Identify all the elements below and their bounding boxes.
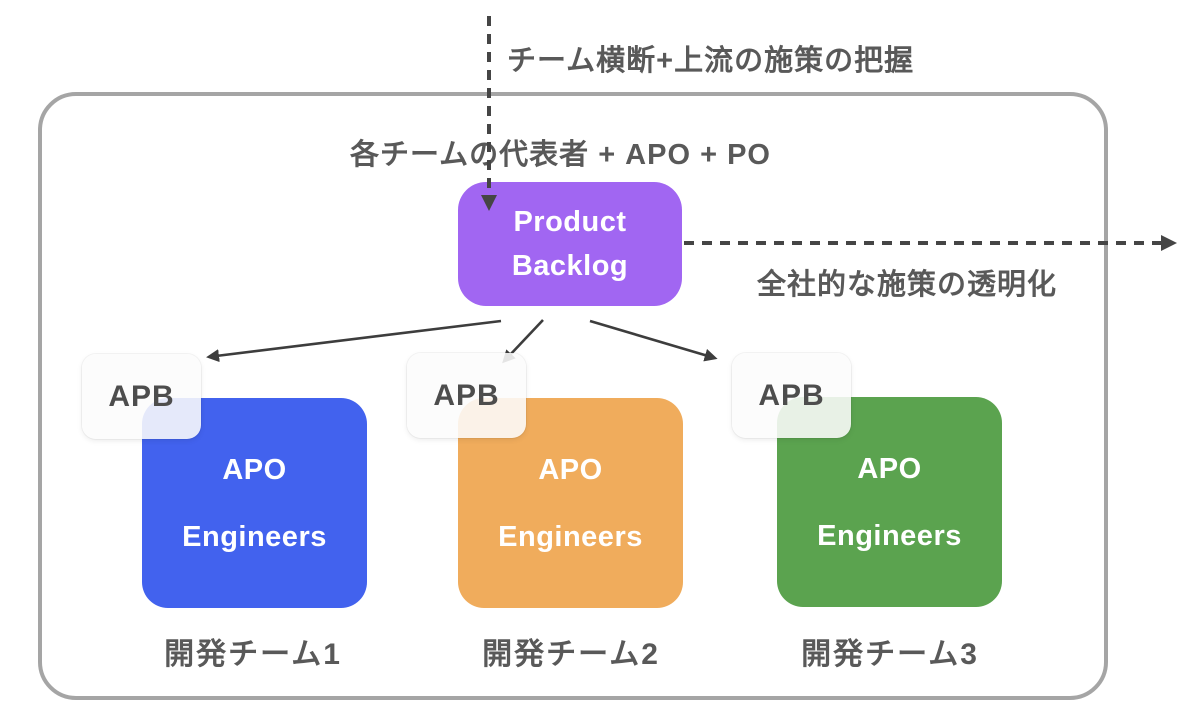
backlog-title-line2: Backlog [511,250,629,282]
team-1-role-apo: APO [222,453,287,486]
product-backlog-node: Product Backlog [458,182,682,306]
team-1-apb-badge: APB [82,354,201,439]
team-3-role-engineers: Engineers [817,519,962,552]
team-2-role-apo: APO [538,453,603,486]
team-2-apb-text: APB [433,378,500,412]
team-2-apb-badge: APB [407,353,526,438]
team-1-role-engineers: Engineers [182,520,327,553]
team-3-role-apo: APO [857,452,922,485]
team-2-box: APO Engineers [458,398,683,608]
backlog-title-line1: Product [513,206,627,238]
members-label: 各チームの代表者 + APO + PO [350,139,771,171]
team-2-label: 開発チーム2 [482,638,660,671]
team-3-apb-badge: APB [732,353,851,438]
organization-boundary-frame [38,92,1108,700]
team-3-apb-text: APB [758,378,825,412]
team-1-apb-text: APB [108,379,175,413]
team-1-label: 開発チーム1 [164,638,342,671]
team-2-role-engineers: Engineers [498,520,643,553]
cross-team-upstream-label: チーム横断+上流の施策の把握 [507,45,915,77]
transparency-label: 全社的な施策の透明化 [757,269,1058,301]
team-3-label: 開発チーム3 [801,638,979,671]
